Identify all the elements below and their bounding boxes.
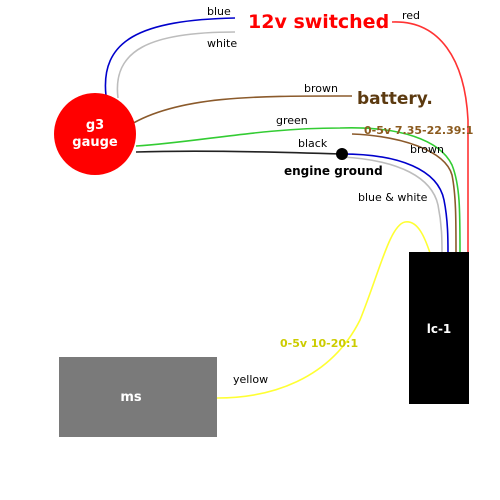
ms-label: ms [120, 390, 142, 405]
lc1-label: lc-1 [427, 322, 452, 336]
black-wire-label: black [298, 137, 328, 150]
blue-wire [104, 17, 236, 97]
white-wire-label: white [207, 37, 237, 50]
yellow-wire-label: yellow [233, 373, 268, 386]
yellow-wire [216, 221, 431, 399]
white-wire-controller [341, 156, 443, 254]
battery-title: battery. [357, 89, 433, 109]
brown-wire-label-top: brown [304, 82, 338, 95]
gauge-label-line1: g3 [86, 118, 104, 133]
green-wire-label: green [276, 114, 308, 127]
brown-wire-battery [129, 95, 353, 126]
green-wire [135, 127, 461, 254]
black-wire [135, 150, 343, 155]
g3-gauge [54, 93, 136, 175]
blue-white-wire-label: blue & white [358, 191, 428, 204]
red-wire [391, 21, 469, 253]
ratio-wide-label: 0-5v 10-20:1 [280, 337, 358, 350]
ground-junction-dot [336, 148, 348, 160]
blue-wire-controller [341, 153, 449, 254]
brown-wire-right [351, 133, 457, 254]
ground-title: engine ground [284, 164, 383, 178]
power-title: 12v switched [248, 11, 389, 33]
ms-box [59, 357, 217, 437]
red-wire-label: red [402, 9, 420, 22]
gauge-label-line2: gauge [72, 135, 118, 150]
ratio-narrow-label: 0-5v 7.35-22.39:1 [364, 124, 473, 137]
white-wire [116, 31, 236, 99]
lc1-controller [409, 252, 469, 404]
brown-wire-label-right: brown [410, 143, 444, 156]
blue-wire-label: blue [207, 5, 231, 18]
